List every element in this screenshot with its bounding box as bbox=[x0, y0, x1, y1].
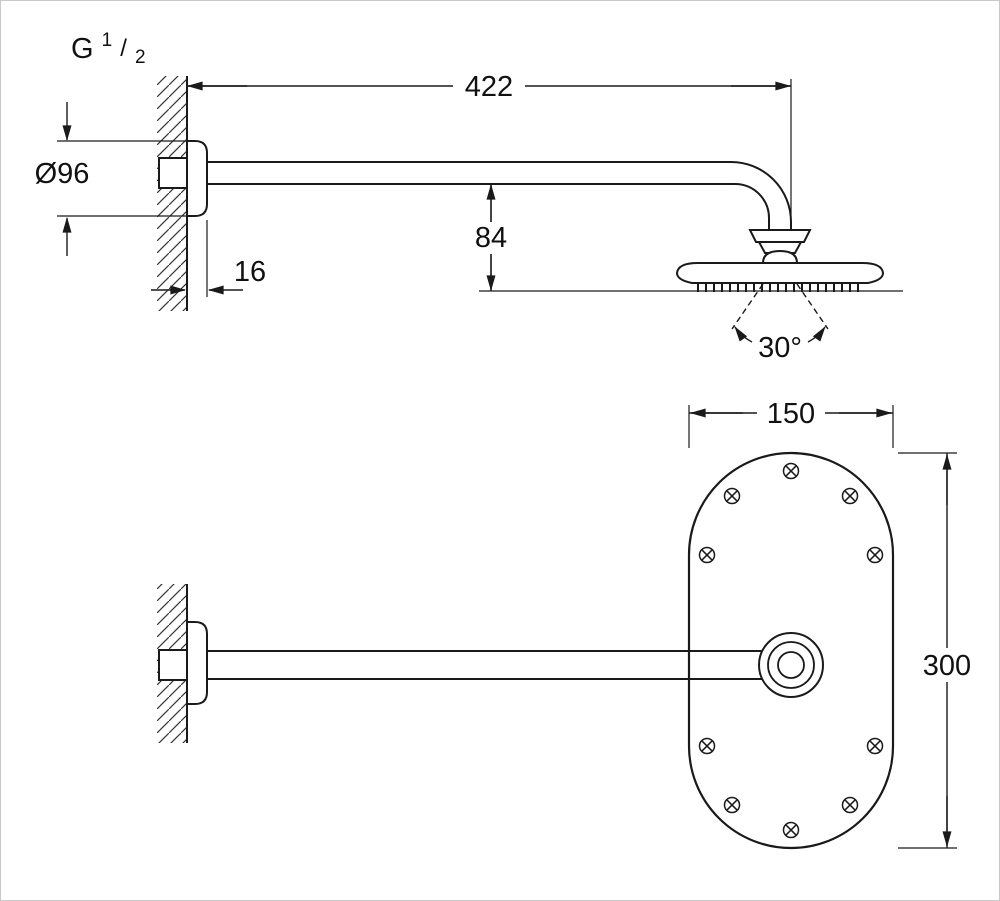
label-mask bbox=[453, 69, 525, 102]
spray-cone-right bbox=[796, 283, 829, 330]
thread-slash: / bbox=[120, 35, 127, 62]
screw bbox=[866, 546, 884, 564]
thread-prefix: G bbox=[71, 33, 94, 65]
arm-joint bbox=[748, 229, 812, 264]
head-disc bbox=[675, 262, 885, 284]
joint-cone bbox=[757, 241, 803, 254]
thread-size-label: G 1 / 2 bbox=[71, 21, 146, 68]
screw bbox=[841, 796, 859, 814]
screw bbox=[698, 546, 716, 564]
label-mask bbox=[757, 397, 825, 430]
spray-cone-left bbox=[731, 283, 764, 330]
angle-arrow-left bbox=[734, 326, 753, 343]
screw bbox=[723, 487, 741, 505]
screw bbox=[841, 487, 859, 505]
shower-arm-plan bbox=[207, 650, 765, 680]
thread-union bbox=[158, 157, 188, 189]
screw bbox=[866, 737, 884, 755]
dim-arm-length-label: 422 bbox=[465, 71, 513, 103]
screw bbox=[698, 737, 716, 755]
wall-flange bbox=[186, 140, 208, 217]
wall-flange-plan bbox=[186, 621, 208, 705]
spray-cone-lines bbox=[731, 283, 829, 330]
side-view: G 1 / 2 422 Ø96 84 bbox=[35, 21, 903, 364]
thread-denominator: 2 bbox=[135, 47, 146, 68]
boss-inner-circle bbox=[777, 651, 805, 679]
dimension-head-drop: 84 bbox=[469, 183, 903, 292]
arm-outer-line bbox=[207, 161, 792, 230]
dimension-flange-depth: 16 bbox=[151, 220, 266, 297]
label-mask bbox=[918, 648, 976, 682]
label-mask bbox=[469, 222, 513, 254]
thread-union bbox=[158, 649, 188, 681]
arm-inner-line bbox=[207, 183, 770, 230]
screw bbox=[723, 796, 741, 814]
arm-boss bbox=[758, 632, 824, 698]
thread-numerator: 1 bbox=[102, 30, 113, 51]
shower-arm bbox=[207, 161, 792, 230]
joint-dome bbox=[762, 249, 798, 264]
wall-section bbox=[157, 76, 188, 311]
wall-section-plan bbox=[157, 584, 188, 743]
angle-arrow-right bbox=[807, 326, 826, 343]
screw bbox=[782, 821, 800, 839]
dim-flange-depth-label: 16 bbox=[234, 256, 266, 288]
dimension-spray-angle: 30° bbox=[734, 326, 826, 364]
joint-collar bbox=[748, 229, 812, 243]
boss-middle-circle bbox=[767, 641, 815, 689]
dimension-plate-width: 150 bbox=[688, 397, 894, 448]
screw bbox=[782, 462, 800, 480]
dimension-flange-diameter: Ø96 bbox=[35, 102, 187, 256]
dim-flange-diameter-label: Ø96 bbox=[35, 158, 90, 190]
dim-plate-length-label: 300 bbox=[923, 650, 971, 682]
plan-view: 150 300 bbox=[157, 397, 976, 850]
dim-spray-angle-label: 30° bbox=[758, 332, 802, 364]
dim-plate-width-label: 150 bbox=[767, 398, 815, 430]
dim-head-drop-label: 84 bbox=[475, 222, 507, 254]
shower-head-profile bbox=[675, 262, 885, 292]
dimension-plate-length: 300 bbox=[898, 452, 976, 849]
dimension-arm-length: 422 bbox=[186, 69, 792, 215]
wall-hatch bbox=[157, 76, 187, 311]
plate-screws bbox=[698, 462, 884, 839]
